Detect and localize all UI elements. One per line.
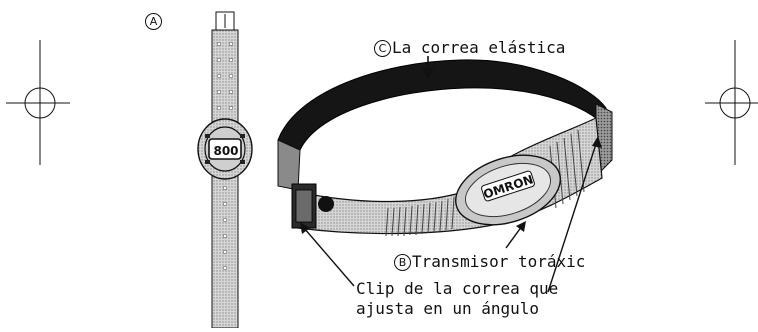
label-strap: La correa elástica (392, 38, 566, 57)
label-transmitter: Transmisor toráxic (412, 252, 586, 271)
label-clip-line2: ajusta en un ángulo (356, 299, 540, 318)
registration-mark-left (6, 40, 70, 165)
label-clip-line1: Clip de la correa que (356, 279, 559, 298)
watch-display-value: 800 (213, 144, 238, 158)
marker-c: C (374, 40, 391, 57)
arrow-transmitter (505, 221, 526, 249)
arrow-strap (422, 56, 434, 80)
marker-b: B (394, 254, 411, 271)
arrow-clip-right (547, 136, 602, 293)
transmitter-belt: OMRON (291, 117, 603, 237)
arrow-clip-left (300, 222, 355, 287)
registration-mark-right (705, 40, 758, 165)
elastic-strap (277, 59, 613, 191)
marker-a: A (145, 13, 162, 30)
wrist-watch: 800 (197, 11, 253, 329)
